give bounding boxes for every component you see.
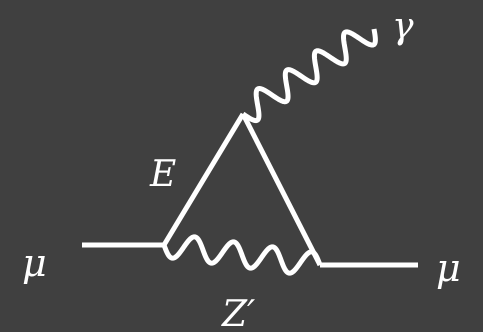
fermion-label: E <box>149 154 176 195</box>
zprime-propagator <box>161 234 323 276</box>
photon-line <box>241 28 378 124</box>
photon-label: γ <box>392 6 414 47</box>
boson-label: Z′ <box>221 294 255 332</box>
muon-out-label: μ <box>436 246 461 290</box>
fermion-left-edge <box>161 112 246 247</box>
fermion-right-edge <box>240 112 323 267</box>
muon-in-label: μ <box>22 241 47 285</box>
